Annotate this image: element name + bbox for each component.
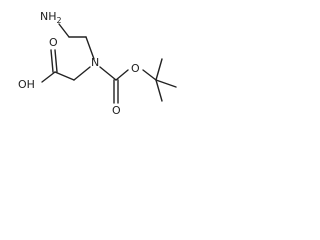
- chemical-structure-diagram: NH2 N OH O O O: [18, 10, 177, 117]
- bond-nh2-to-ch2: [58, 23, 70, 38]
- bond-quaternary-c-to-methyl-top: [155, 58, 163, 81]
- carbamate-carbonyl-oxygen-label: O: [112, 104, 121, 117]
- bond-ch2-to-n: [85, 36, 95, 60]
- ester-oxygen-label: O: [131, 62, 140, 75]
- bond-acid-c-to-oh: [41, 71, 56, 83]
- hydroxyl-label: OH: [18, 78, 35, 91]
- nitrogen-label: N: [91, 56, 99, 69]
- bond-acid-c-to-o-b: [54, 49, 58, 73]
- amine-label: NH2: [40, 10, 62, 25]
- bond-carbamate-c-to-ester-o: [115, 69, 129, 81]
- acid-carbonyl-oxygen-label: O: [49, 36, 58, 49]
- structure-canvas: NH2 N OH O O O: [0, 0, 199, 141]
- bond-quaternary-c-to-methyl-bottom: [155, 79, 163, 102]
- bond-n-to-carbamate-c: [99, 66, 117, 81]
- bond-acid-c-to-o-a: [50, 49, 54, 73]
- bond-n-to-alpha-ch2: [73, 66, 91, 81]
- bond-alpha-ch2-to-acid-c: [54, 71, 75, 81]
- bond-ester-o-to-quaternary-c: [142, 69, 157, 81]
- bond-quaternary-c-to-methyl-right: [155, 79, 177, 88]
